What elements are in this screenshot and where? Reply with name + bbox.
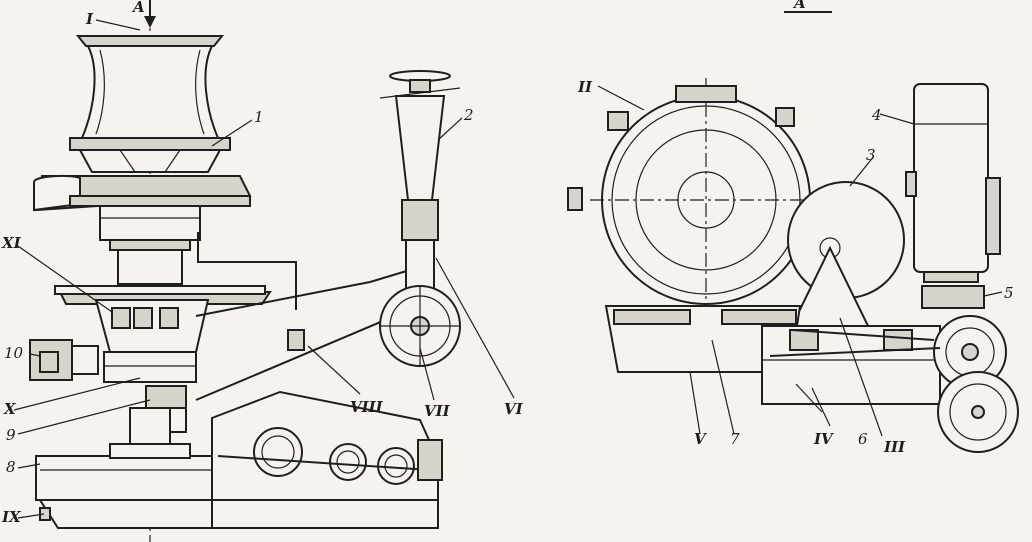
callout-VI: VI [504,400,524,418]
callout-IX: IX [1,508,22,526]
section-title: A [792,0,806,12]
callout-leaders [13,19,1003,519]
callout-II: II [577,78,593,96]
callout-VIII: VIII [350,398,384,416]
callout-I: I [85,10,94,28]
section-view-a: A [567,0,1019,453]
callout-X: X [3,400,17,418]
callout-V: V [694,430,707,448]
callout-2: 2 [463,106,474,124]
callout-8: 8 [6,458,16,476]
callout-1: 1 [254,108,264,126]
callout-IV: IV [813,430,834,448]
callout-6: 6 [858,430,868,448]
callout-labels: I 1 2 XI 10 X 9 8 IX VIII VII VI II 3 4 … [1,10,1014,526]
callout-9: 9 [6,426,16,444]
side-elevation-view: A [29,0,461,542]
view-arrow-label: A [131,0,145,16]
callout-4: 4 [871,106,882,124]
control-column [379,70,461,367]
callout-5: 5 [1004,284,1014,302]
callout-10: 10 [4,344,24,362]
callout-3: 3 [866,146,876,164]
callout-XI: XI [1,234,22,252]
callout-VII: VII [424,402,451,420]
callout-III: III [883,438,906,456]
callout-7: 7 [730,430,740,448]
capstan-drum [69,35,231,173]
